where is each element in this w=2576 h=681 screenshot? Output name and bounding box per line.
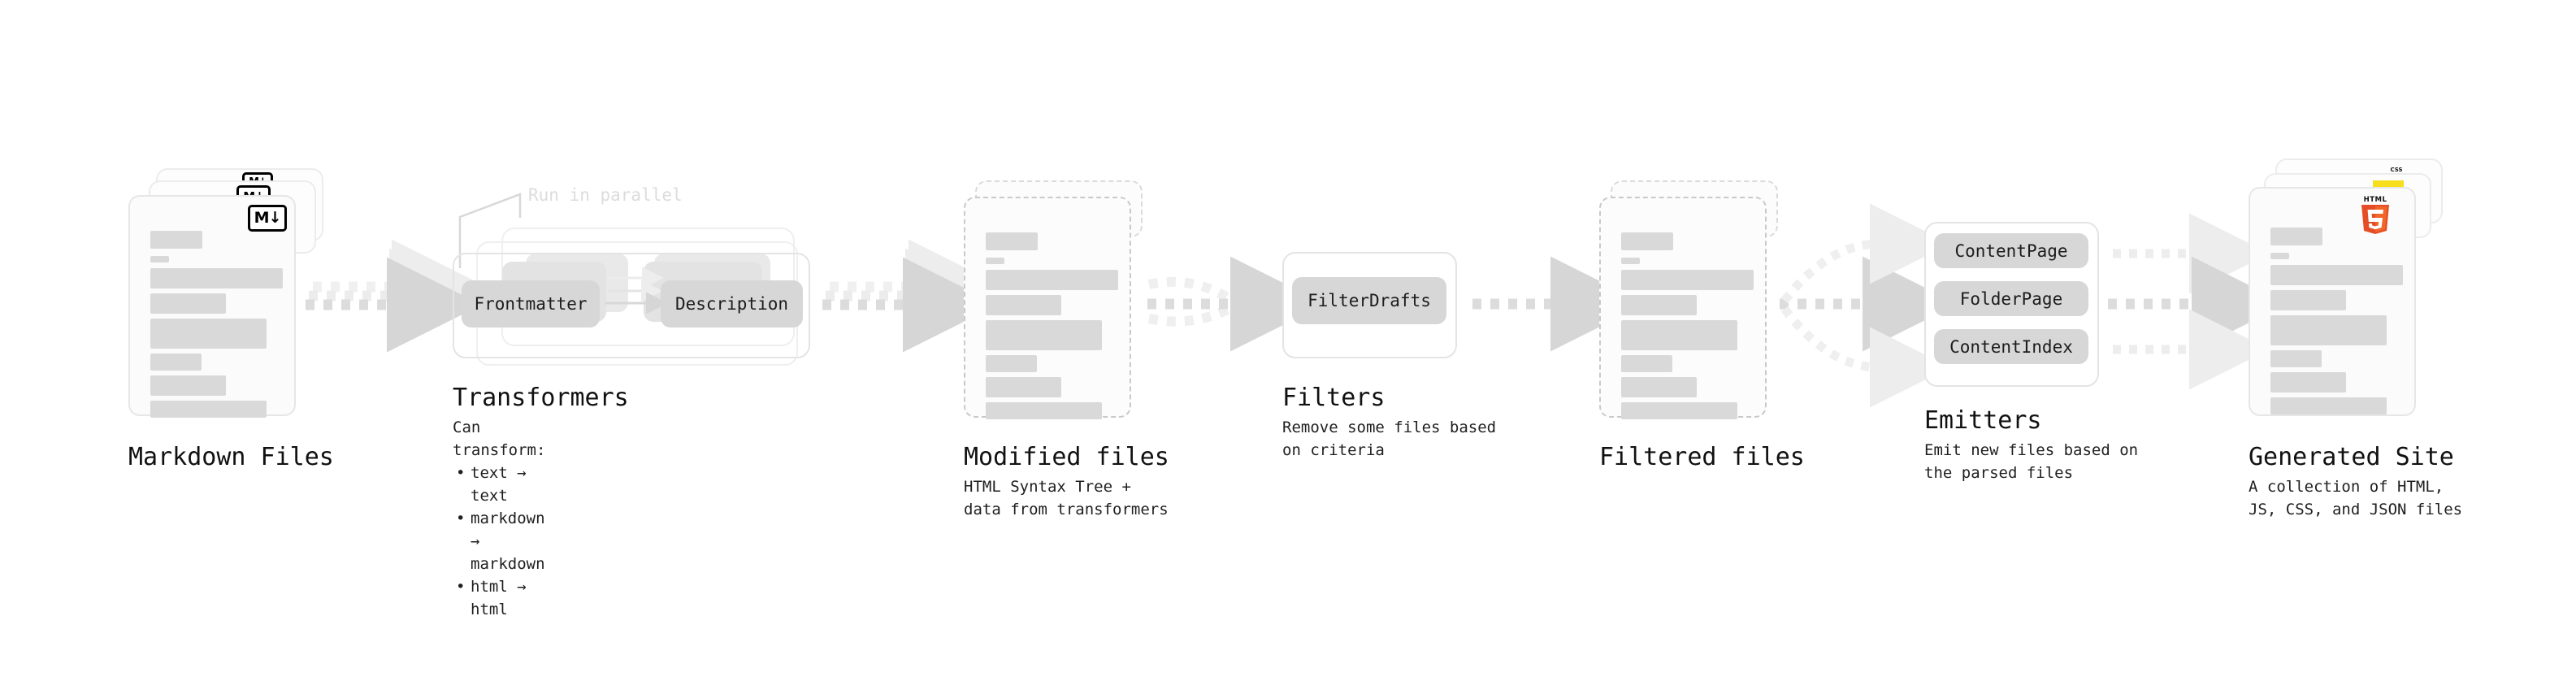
stage-title-transformers: Transformers [453, 384, 629, 412]
html5-icon-label: HTML [2364, 196, 2387, 204]
stage-subtitle-filters: Remove some files based on criteria [1282, 419, 1497, 459]
skeleton-line-5 [2270, 372, 2346, 393]
markdown-icon: M↓ [248, 205, 287, 232]
connector-emitters-to-site [2108, 213, 2287, 390]
skeleton-line-4 [2270, 350, 2322, 367]
stage-title-markdown-files: Markdown Files [128, 443, 334, 471]
transformer-chip-frontmatter[interactable]: Frontmatter [462, 280, 600, 327]
emitter-chip-contentindex[interactable]: ContentIndex [1934, 329, 2088, 364]
stage-title-modified-files: Modified files [964, 443, 1169, 471]
modified-file-card-front [964, 197, 1131, 419]
skeleton-line-2 [150, 293, 226, 314]
transformers-subtitle-lead: Can transform: [453, 419, 546, 459]
skeleton-line-6 [150, 401, 267, 418]
skeleton-line-4 [1621, 355, 1672, 372]
stage-subtitle-emitters: Emit new files based on the parsed files [1924, 441, 2139, 482]
connector-markdown-to-transformers [306, 239, 487, 353]
css3-icon-label: CSS [2390, 167, 2402, 173]
skeleton-sub [150, 256, 169, 262]
skeleton-title [1621, 232, 1673, 250]
stage-subtitle-transformers: Can transform: text → text markdown → ma… [453, 416, 545, 621]
transformers-capability-list: text → text markdown → markdown html → h… [453, 462, 545, 621]
skeleton-sub [2270, 253, 2289, 259]
stage-title-filtered-files: Filtered files [1599, 443, 1805, 471]
skeleton-line-1 [2270, 265, 2403, 285]
transformer-chip-description[interactable]: Description [661, 280, 803, 327]
skeleton-line-4 [150, 354, 202, 371]
skeleton-line-2 [1621, 295, 1697, 315]
skeleton-line-5 [986, 377, 1061, 397]
connector-filtered-to-emitters [1780, 203, 1958, 408]
skeleton-sub [1621, 258, 1640, 264]
transformers-capability-item: text → text [456, 462, 545, 507]
stage-subtitle-modified-files: HTML Syntax Tree + data from transformer… [964, 478, 1169, 518]
skeleton-line-3 [2270, 315, 2387, 345]
connector-transformers-to-modified [822, 239, 1004, 353]
html5-icon: HTML [2357, 193, 2394, 236]
skeleton-line-6 [986, 402, 1102, 419]
transformers-capability-item: html → html [456, 575, 545, 621]
transformers-capability-item: markdown → markdown [456, 507, 545, 575]
skeleton-title [150, 231, 202, 249]
stage-subtitle-generated-site: A collection of HTML, JS, CSS, and JSON … [2249, 478, 2463, 518]
emitter-chip-folderpage[interactable]: FolderPage [1934, 281, 2088, 316]
connector-modified-to-filters [1147, 256, 1325, 352]
skeleton-line-5 [150, 375, 226, 396]
stage-title-generated-site: Generated Site [2249, 443, 2454, 471]
skeleton-line-2 [986, 295, 1061, 315]
skeleton-line-5 [1621, 377, 1697, 397]
markdown-file-card-front [128, 195, 296, 418]
skeleton-sub [986, 258, 1004, 264]
skeleton-line-6 [1621, 402, 1737, 419]
filtered-file-card-front [1599, 197, 1767, 419]
stage-title-filters: Filters [1282, 384, 1386, 412]
skeleton-line-2 [2270, 290, 2346, 310]
skeleton-line-3 [986, 320, 1102, 350]
skeleton-line-1 [986, 270, 1118, 290]
skeleton-title [2270, 228, 2322, 245]
skeleton-line-4 [986, 355, 1037, 372]
skeleton-line-1 [1621, 270, 1754, 290]
skeleton-title [986, 232, 1038, 250]
emitter-chip-contentpage[interactable]: ContentPage [1934, 233, 2088, 268]
run-in-parallel-label: Run in parallel [528, 185, 683, 205]
skeleton-line-6 [2270, 397, 2387, 414]
transformers-box [453, 253, 810, 358]
filter-chip-filterdrafts[interactable]: FilterDrafts [1292, 277, 1446, 324]
skeleton-line-3 [1621, 320, 1737, 350]
skeleton-line-1 [150, 268, 283, 288]
generated-file-card-front [2249, 187, 2416, 416]
stage-title-emitters: Emitters [1924, 406, 2042, 435]
skeleton-line-3 [150, 319, 267, 349]
